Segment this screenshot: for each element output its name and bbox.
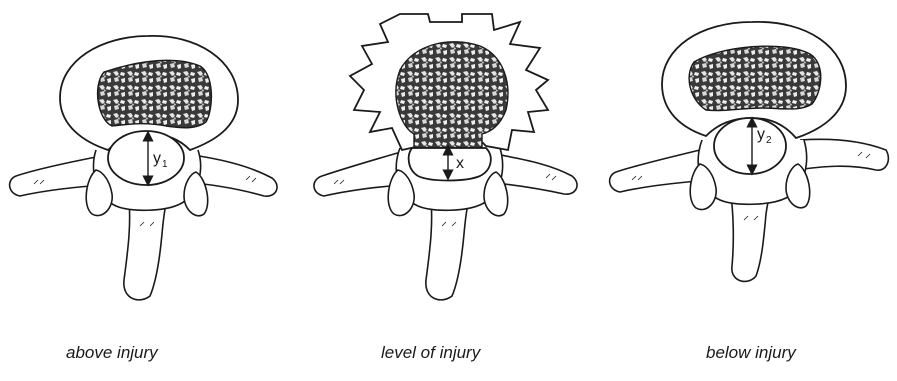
caption-below-injury: below injury — [706, 343, 796, 363]
measure-label: y — [757, 126, 765, 143]
cancellous-bone — [689, 46, 821, 110]
measure-subscript: 1 — [162, 159, 168, 170]
right-transverse-process — [796, 139, 888, 170]
caption-above-injury: above injury — [66, 343, 158, 363]
cancellous-bone — [98, 60, 212, 127]
vertebra-below-injury: y 2 — [610, 22, 889, 282]
measure-label: x — [456, 155, 464, 172]
spinal-canal — [714, 118, 786, 174]
measure-label: y — [153, 150, 161, 167]
measure-subscript: 2 — [766, 135, 772, 146]
spinal-canal — [108, 131, 184, 185]
vertebra-above-injury: y 1 — [10, 36, 277, 300]
vertebra-level-of-injury: x — [314, 14, 577, 300]
caption-level-of-injury: level of injury — [381, 343, 480, 363]
spinal-canal — [409, 148, 491, 181]
